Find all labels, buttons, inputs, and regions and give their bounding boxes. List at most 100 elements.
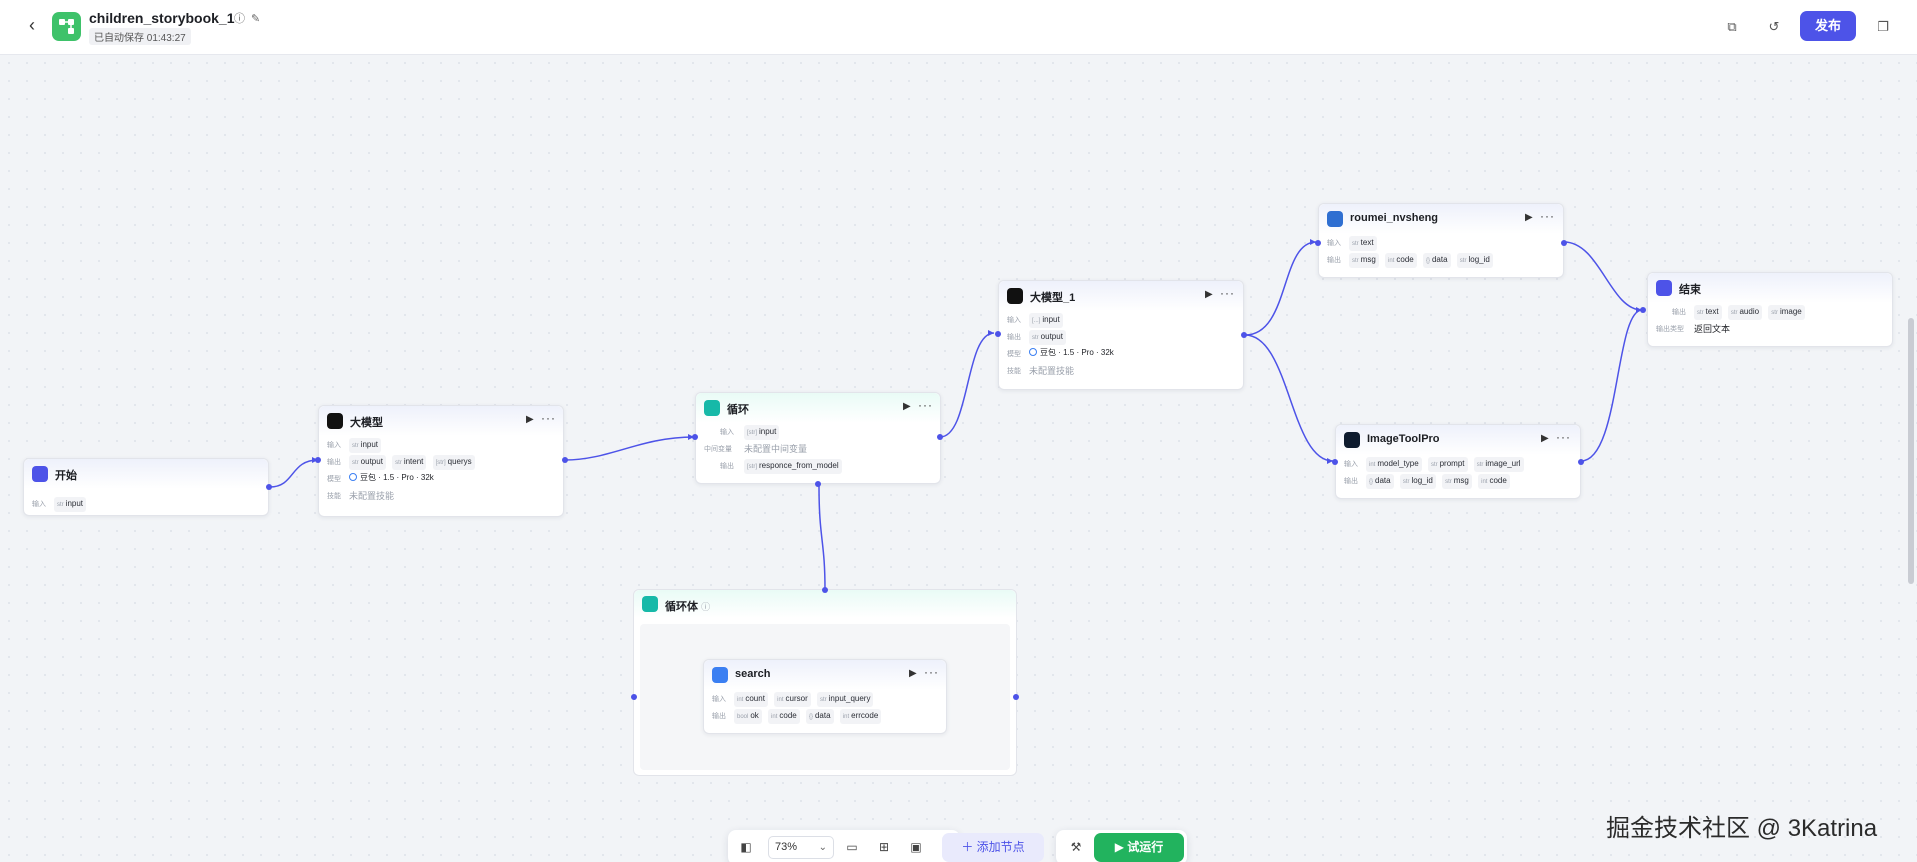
- row-label: 模型: [327, 476, 341, 483]
- node-llm-title: 大模型: [350, 417, 383, 429]
- port-llm-1-in[interactable]: [995, 331, 1001, 337]
- add-node-button[interactable]: ＋ 添加节点: [942, 833, 1044, 862]
- more-icon[interactable]: ···: [541, 411, 556, 425]
- more-icon[interactable]: ···: [1220, 286, 1235, 300]
- info-icon[interactable]: ⓘ: [234, 13, 245, 25]
- minimap-icon[interactable]: ▣: [910, 840, 922, 854]
- port-end-in[interactable]: [1640, 307, 1646, 313]
- port-imagetool-in[interactable]: [1332, 459, 1338, 465]
- port-body-out[interactable]: [1013, 694, 1019, 700]
- row-label: 输出类型: [1656, 326, 1684, 333]
- port-loop-in[interactable]: [692, 434, 698, 440]
- publish-button[interactable]: 发布: [1800, 11, 1856, 41]
- port-imagetool-out[interactable]: [1578, 459, 1584, 465]
- node-start-title: 开始: [55, 470, 77, 482]
- port-loop-out[interactable]: [937, 434, 943, 440]
- loop-icon: [642, 596, 658, 612]
- back-arrow-icon[interactable]: ‹: [29, 15, 35, 35]
- node-roumei-title: roumei_nvsheng: [1350, 212, 1439, 224]
- more-icon[interactable]: ···: [1540, 209, 1555, 223]
- row-label: 输出: [720, 463, 734, 470]
- row-label: 输出: [1672, 309, 1686, 316]
- port-body-in[interactable]: [631, 694, 637, 700]
- layout-icon[interactable]: ⊞: [878, 840, 890, 854]
- port-llm-out[interactable]: [562, 457, 568, 463]
- vertical-scrollbar[interactable]: [1908, 318, 1914, 584]
- chevron-down-icon: ⌄: [818, 842, 827, 853]
- run-icon[interactable]: ▶: [1525, 212, 1533, 223]
- port-loop-body[interactable]: [815, 481, 821, 487]
- node-llm-1-title: 大模型_1: [1030, 292, 1076, 304]
- param-tag: {}data: [805, 709, 834, 724]
- run-icon[interactable]: ▶: [526, 414, 534, 425]
- row-label: 输入: [720, 429, 734, 436]
- doubao-icon: [1029, 348, 1037, 356]
- more-icon[interactable]: ···: [924, 665, 939, 679]
- port-body-top[interactable]: [822, 587, 828, 593]
- workflow-app-icon: [52, 12, 81, 41]
- port-roumei-in[interactable]: [1315, 240, 1321, 246]
- search-icon: [712, 667, 728, 683]
- row-label: 输入: [1007, 317, 1021, 324]
- port-roumei-out[interactable]: [1561, 240, 1567, 246]
- run-icon[interactable]: ▶: [1541, 433, 1549, 444]
- wrench-icon[interactable]: ⚒: [1070, 840, 1082, 854]
- comment-icon[interactable]: ▭: [846, 840, 858, 854]
- port-llm-in[interactable]: [315, 457, 321, 463]
- param-tag: {}data: [1366, 474, 1394, 489]
- edit-icon[interactable]: ✎: [251, 13, 261, 25]
- info-icon[interactable]: ⓘ: [701, 602, 711, 612]
- workflow-title: children_storybook_1: [89, 10, 235, 26]
- row-label: 输入: [1327, 240, 1341, 247]
- model-name: 豆包 · 1.5 · Pro · 32k: [360, 473, 434, 482]
- node-loop-title: 循环: [727, 404, 749, 416]
- row-label: 中间变量: [704, 446, 732, 453]
- copy-icon[interactable]: ⧉: [1727, 19, 1737, 34]
- mouse-mode-icon[interactable]: ◧: [740, 840, 752, 854]
- port-start-out[interactable]: [266, 484, 272, 490]
- try-run-button[interactable]: ▶ 试运行: [1094, 833, 1184, 862]
- panel-icon[interactable]: ❐: [1877, 19, 1889, 34]
- run-icon[interactable]: ▶: [909, 668, 917, 679]
- row-label: 输出: [1327, 257, 1341, 264]
- doubao-icon: [349, 473, 357, 481]
- history-icon[interactable]: ↺: [1768, 19, 1780, 34]
- intermediate-value: 未配置中间变量: [744, 444, 808, 454]
- more-icon[interactable]: ···: [918, 398, 933, 412]
- plus-icon: ＋: [961, 840, 974, 854]
- node-imagetool-title: ImageToolPro: [1367, 433, 1440, 445]
- end-icon: [1656, 280, 1672, 296]
- row-label: 输入: [712, 696, 726, 703]
- run-icon[interactable]: ▶: [903, 401, 911, 412]
- zoom-select[interactable]: 73%⌄: [768, 836, 834, 859]
- run-icon[interactable]: ▶: [1205, 289, 1213, 300]
- plugin-icon: [1327, 211, 1343, 227]
- node-loop[interactable]: 循环 ▶ ··· 输入 [str]input 中间变量 未配置中间变量 输出 […: [695, 392, 941, 484]
- more-icon[interactable]: ···: [1556, 430, 1571, 444]
- row-label: 输出: [1344, 478, 1358, 485]
- port-llm-1-out[interactable]: [1241, 332, 1247, 338]
